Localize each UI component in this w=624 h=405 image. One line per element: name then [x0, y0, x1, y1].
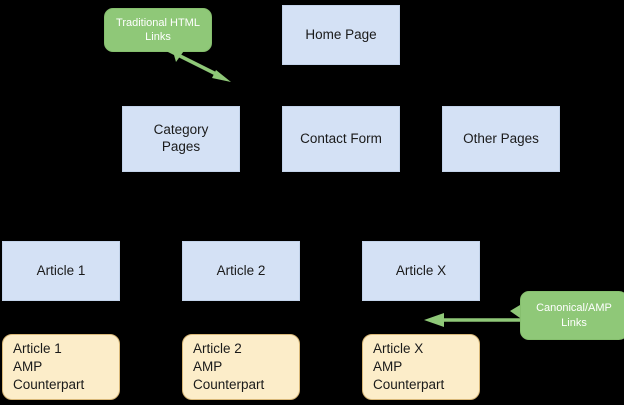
node-article-1-amp-line1: Article 1	[13, 341, 62, 357]
node-category-pages[interactable]: Category Pages	[122, 106, 240, 172]
node-category-pages-line1: Category	[153, 122, 209, 138]
node-article-2-amp-line1: Article 2	[193, 341, 242, 357]
html-links-arrow-head	[212, 70, 231, 82]
node-category-pages-line2: Pages	[161, 139, 201, 154]
node-home-page-label: Home Page	[305, 26, 377, 42]
node-home-page[interactable]: Home Page	[282, 5, 400, 65]
node-article-2-amp-counterpart[interactable]: Article 2 AMP Counterpart	[182, 334, 300, 400]
node-article-x-amp-line3: Counterpart	[373, 376, 445, 392]
callout-canonical-amp-links-line1: Canonical/AMP	[536, 302, 612, 315]
callout-traditional-html-links-line1: Traditional HTML	[116, 16, 200, 29]
html-links-arrow-line	[167, 48, 221, 78]
node-article-1-amp-line2: AMP	[13, 359, 43, 375]
node-article-1-amp-counterpart[interactable]: Article 1 AMP Counterpart	[2, 334, 120, 400]
callout-traditional-html-links[interactable]: Traditional HTML Links	[104, 8, 212, 52]
node-article-x-amp-counterpart[interactable]: Article X AMP Counterpart	[362, 334, 480, 400]
canonical-amp-arrow-head	[424, 313, 444, 327]
node-article-x-amp-line1: Article X	[373, 341, 424, 357]
node-article-2[interactable]: Article 2	[182, 241, 300, 301]
callout-tail-canonical-amp-links	[510, 305, 520, 318]
node-article-2-amp-line2: AMP	[193, 359, 223, 375]
node-article-x-label: Article X	[395, 262, 447, 278]
node-article-1-label: Article 1	[36, 262, 86, 278]
node-other-pages-label: Other Pages	[463, 130, 539, 146]
node-article-2-amp-line3: Counterpart	[193, 376, 265, 392]
callout-canonical-amp-links-line2: Links	[561, 316, 587, 329]
node-other-pages[interactable]: Other Pages	[442, 106, 560, 172]
node-contact-form[interactable]: Contact Form	[282, 106, 400, 172]
node-article-2-label: Article 2	[216, 262, 266, 278]
callout-traditional-html-links-line2: Links	[145, 31, 171, 43]
node-article-x-amp-line2: AMP	[373, 359, 403, 375]
callout-canonical-amp-links[interactable]: Canonical/AMP Links	[520, 291, 624, 340]
node-article-1[interactable]: Article 1	[2, 241, 120, 301]
node-article-x[interactable]: Article X	[362, 241, 480, 301]
node-contact-form-label: Contact Form	[300, 130, 382, 146]
node-article-1-amp-line3: Counterpart	[13, 376, 85, 392]
